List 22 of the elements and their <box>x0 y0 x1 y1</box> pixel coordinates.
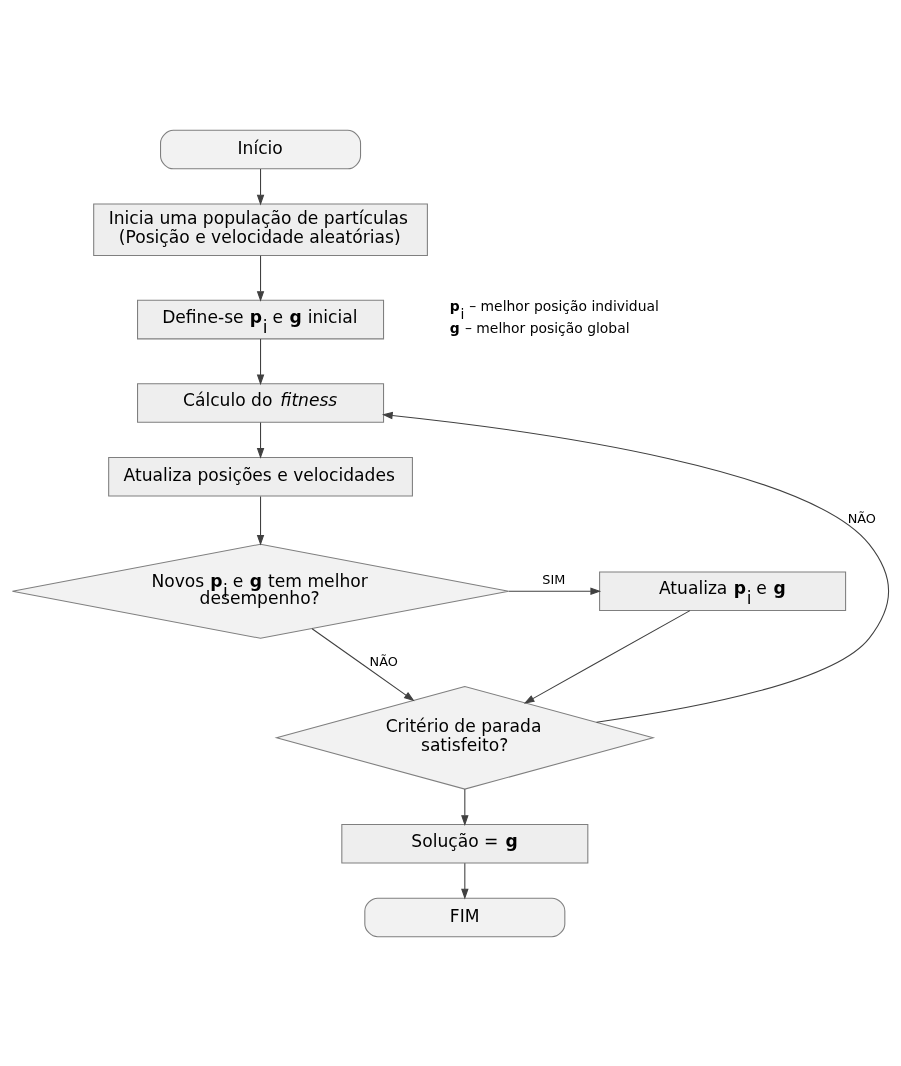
node-box: Cálculo do fitness <box>137 382 385 423</box>
node-box: FIM <box>364 897 566 937</box>
arrow <box>256 338 265 385</box>
arrow <box>508 587 602 595</box>
label: g – melhor posição global <box>449 319 630 336</box>
arrow <box>382 411 890 723</box>
arrow <box>256 254 265 302</box>
arrow <box>256 421 265 459</box>
node-box: Inicia uma população de partículas (Posição e velocidade aleatórias) <box>93 203 428 256</box>
edge-label: NÃO <box>847 510 876 526</box>
node-box: Atualiza posições e velocidades <box>108 456 413 497</box>
arrow <box>461 788 469 826</box>
node-diamond: Critério de parada satisfeito? <box>274 685 656 790</box>
node-box: Solução = g <box>341 823 589 863</box>
arrow <box>311 627 415 701</box>
arrow <box>256 168 265 205</box>
arrow <box>256 495 265 546</box>
node-box: Início <box>160 129 362 169</box>
edge-label: NÃO <box>369 653 398 669</box>
edge-label: SIM <box>542 571 566 587</box>
arrow <box>461 862 469 899</box>
arrow <box>523 609 691 704</box>
